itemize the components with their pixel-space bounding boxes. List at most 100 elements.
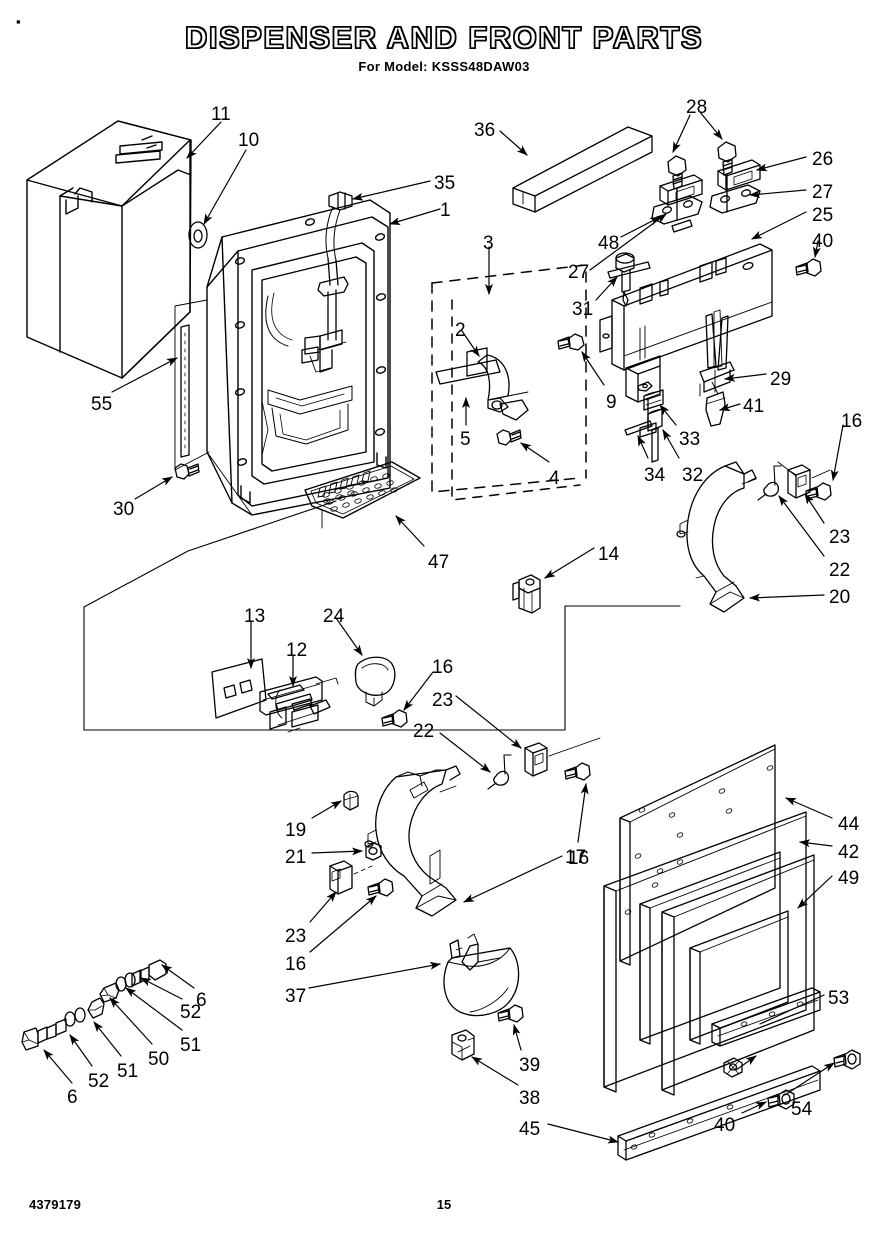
part-2-lever-assembly [435, 347, 529, 421]
part-29-auger-blade [699, 309, 735, 397]
callout-number-19: 19 [285, 820, 307, 841]
callout-number-35: 35 [434, 173, 456, 194]
callout-number-11: 11 [211, 104, 231, 125]
callout-number-51a: 51 [180, 1035, 202, 1056]
callout-number-52b: 52 [88, 1071, 110, 1092]
part-40-screw-bottom [767, 1089, 795, 1110]
callout-number-27a: 27 [812, 182, 834, 203]
part-40-screw-upper [795, 258, 822, 277]
callout-number-40a: 40 [812, 231, 834, 252]
part-16-screw-mid [381, 709, 408, 728]
callout-number-39: 39 [519, 1055, 541, 1076]
callout-number-22a: 22 [829, 560, 851, 581]
callout-number-36: 36 [474, 120, 496, 141]
part-25-control-bracket [599, 243, 773, 438]
model-subtitle: For Model: KSSS48DAW03 [358, 58, 530, 74]
callout-number-20a: 20 [829, 587, 851, 608]
callout-number-49: 49 [838, 868, 860, 889]
part-41-ice-plug [705, 369, 726, 427]
callout-number-6b: 6 [67, 1087, 78, 1108]
part-49-outer-frame [661, 854, 815, 1096]
callout-number-9: 9 [606, 392, 617, 413]
part-22-spring-clip-mid [487, 754, 512, 790]
part-26-switch-block-a [659, 174, 703, 206]
corner-registration-mark: ▪ [16, 14, 21, 29]
part-16-screw-lower [367, 878, 394, 897]
callout-number-3: 3 [483, 233, 494, 254]
part-32-shaft [647, 408, 663, 463]
callout-number-41: 41 [743, 396, 765, 417]
callout-number-5: 5 [460, 429, 471, 450]
part-24-light-lens [354, 656, 396, 707]
callout-number-21: 21 [285, 847, 307, 868]
part-36-trim-strip [512, 126, 653, 213]
assembly-leader-path [83, 500, 681, 731]
callout-number-33: 33 [679, 429, 701, 450]
part-44-inner-panel [619, 744, 776, 966]
callout-number-27b: 27 [568, 262, 590, 283]
callout-number-48: 48 [598, 233, 620, 254]
callout-number-52a: 52 [180, 1002, 202, 1023]
part-45-bottom-rail [617, 1065, 821, 1161]
callout-number-2: 2 [455, 320, 466, 341]
part-55-light-strip [180, 324, 190, 458]
leader-lines [43, 111, 844, 1144]
callout-number-40b: 40 [714, 1115, 736, 1136]
callout-number-53: 53 [828, 988, 850, 1009]
callout-number-17: 17 [565, 847, 587, 868]
title-block: DISPENSER AND FRONT PARTS For Model: KSS… [0, 20, 888, 74]
footer-page-number: 15 [436, 1197, 452, 1212]
part-17-actuator-arm-lower [364, 765, 461, 917]
part-21-bushing [365, 842, 382, 861]
callout-number-16a: 16 [841, 411, 863, 432]
part-14-bracket [512, 574, 541, 614]
part-1-dispenser-front-frame [174, 199, 391, 516]
callout-number-45: 45 [519, 1119, 541, 1140]
callout-number-44: 44 [838, 814, 860, 835]
part-12-switch-housing [259, 676, 339, 733]
part-kit-bottom-left [21, 959, 167, 1051]
callout-number-30: 30 [113, 499, 135, 520]
callout-number-31: 31 [572, 299, 594, 320]
part-16-screw-mid-right [564, 762, 591, 781]
part-38-hinge-bracket [451, 1029, 475, 1061]
callout-number-47: 47 [428, 552, 450, 573]
part-54-screw [833, 1049, 861, 1070]
callout-number-10: 10 [238, 130, 260, 151]
part-11-dispenser-housing [26, 120, 192, 379]
part-47-control-keypad [304, 461, 421, 529]
page-title: DISPENSER AND FRONT PARTS [184, 20, 704, 55]
callout-number-42: 42 [838, 842, 860, 863]
part-31-solenoid [607, 252, 651, 307]
callout-3-dashed-box [431, 264, 587, 501]
footer-part-code: 4379179 [29, 1197, 82, 1212]
callout-number-16c: 16 [568, 848, 590, 869]
part-anchor-nut [723, 1057, 743, 1078]
callout-number-22b: 22 [413, 721, 435, 742]
callout-number-32: 32 [682, 465, 704, 486]
part-23-bracket-mid [524, 737, 601, 777]
callout-number-38: 38 [519, 1088, 541, 1109]
callout-number-51b: 51 [117, 1061, 139, 1082]
callout-number-6a: 6 [196, 990, 207, 1011]
callout-number-28: 28 [686, 97, 708, 118]
part-19-clip [343, 790, 359, 811]
callout-number-1: 1 [440, 200, 451, 221]
callout-number-16d: 16 [285, 954, 307, 975]
callout-number-50: 50 [148, 1049, 170, 1070]
callout-number-16b: 16 [432, 657, 454, 678]
part-9-screw [557, 333, 585, 351]
part-35-wire-harness [301, 191, 353, 373]
part-10-grommet [188, 221, 208, 249]
part-22-spring-clip-upper [757, 465, 782, 501]
callout-number-54: 54 [791, 1099, 813, 1120]
callout-number-12: 12 [286, 640, 308, 661]
part-34-pin [624, 420, 653, 436]
part-20-actuator-arm [676, 461, 757, 613]
part-39-screw [497, 1004, 524, 1023]
callout-number-13: 13 [244, 606, 266, 627]
part-42-door-frame-mid [603, 811, 807, 1093]
callout-number-23a: 23 [829, 527, 851, 548]
